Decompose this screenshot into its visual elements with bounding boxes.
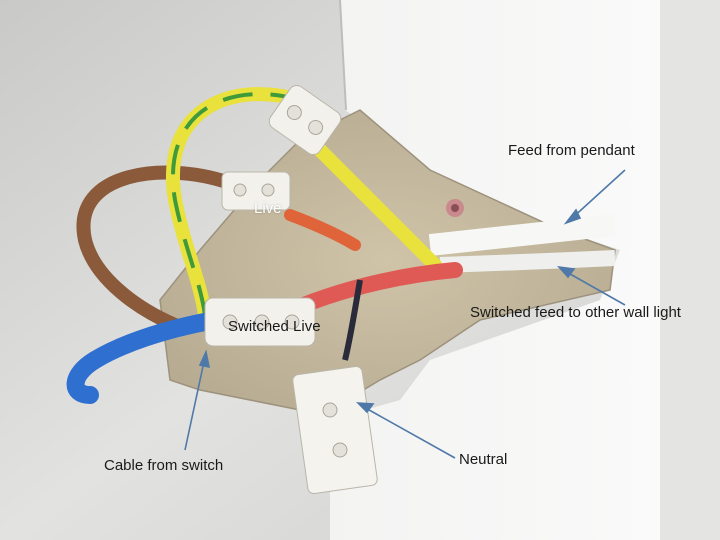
arrow-cable-from-switch	[184, 356, 206, 451]
annotation-arrows	[184, 169, 626, 459]
arrow-feed-from-pendant	[569, 169, 626, 221]
label-switched-live: Switched Live	[228, 318, 321, 335]
arrow-neutral	[361, 405, 456, 459]
label-switched-feed-to-other-wall-light: Switched feed to other wall light	[470, 304, 681, 321]
label-live: Live	[254, 200, 282, 217]
right-edge-strip	[660, 0, 720, 540]
blue-wire	[66, 311, 224, 404]
connector-block-neutral	[292, 365, 378, 495]
right-wall-panel	[330, 0, 660, 540]
label-cable-from-switch: Cable from switch	[104, 457, 224, 474]
connector-block-switched-live	[204, 297, 316, 347]
connector-block-live	[221, 171, 291, 211]
connector-block-top	[268, 84, 342, 156]
red-wire	[284, 209, 361, 251]
label-neutral: Neutral	[459, 451, 508, 468]
arrow-switched-feed	[562, 269, 626, 306]
label-feed-from-pendant: Feed from pendant	[508, 142, 635, 159]
